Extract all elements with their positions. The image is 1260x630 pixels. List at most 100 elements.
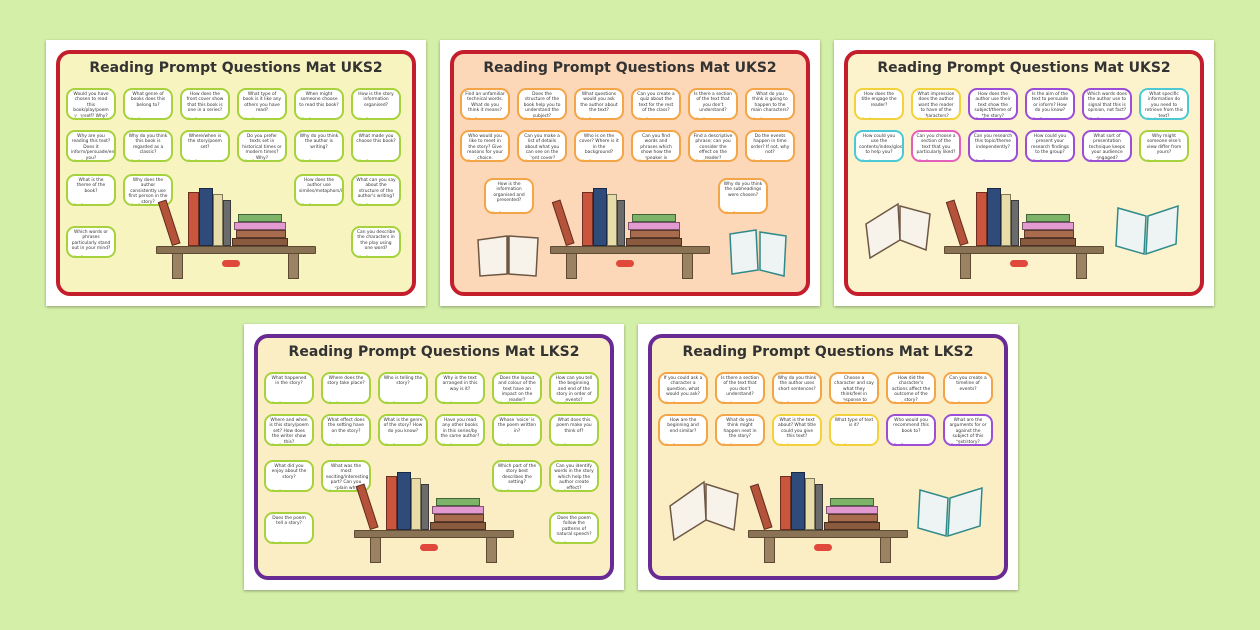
twinkl-logo — [420, 544, 438, 551]
question-bubble: Why is the text arranged in this way is … — [435, 372, 485, 404]
mat-frame: Reading Prompt Questions Mat UKS2 Find a… — [450, 50, 810, 296]
open-book-icon — [477, 235, 539, 277]
mat-uks2-1: Reading Prompt Questions Mat UKS2 Would … — [46, 40, 426, 306]
mat-uks2-3: Reading Prompt Questions Mat UKS2 How do… — [834, 40, 1214, 306]
question-bubble: How does the author use similes/metaphor… — [294, 174, 344, 206]
question-bubble: If you could ask a character a question,… — [658, 372, 708, 404]
twinkl-logo — [1010, 260, 1028, 267]
question-bubble: What effect does the setting have on the… — [321, 414, 371, 446]
question-bubble: Can you research this topic/theme indepe… — [968, 130, 1018, 162]
question-bubble: Can you make a list of details about wha… — [517, 130, 567, 162]
twinkl-logo — [814, 544, 832, 551]
question-bubble: Who is telling the story? — [378, 372, 428, 404]
bookshelf-illustration — [748, 470, 908, 570]
question-bubble: Where/when is the story/poem set? — [180, 130, 230, 162]
mat-uks2-2: Reading Prompt Questions Mat UKS2 Find a… — [440, 40, 820, 306]
question-bubble: Which words or phrases particularly stan… — [66, 226, 116, 258]
question-bubble: What do you think is going to happen to … — [745, 88, 795, 120]
mat-frame: Reading Prompt Questions Mat LKS2 What h… — [254, 334, 614, 580]
question-bubble: What did you enjoy about the story? — [264, 460, 314, 492]
question-bubble: Would you have chosen to read this book/… — [66, 88, 116, 120]
mat-title: Reading Prompt Questions Mat UKS2 — [483, 60, 777, 76]
question-bubble: Do the events happen in time order? If n… — [745, 130, 795, 162]
question-bubble: Is there a section of the text that you … — [688, 88, 738, 120]
question-bubble: How can you tell the beginning and end o… — [549, 372, 599, 404]
question-bubble: Does the poem tell a story? — [264, 512, 314, 544]
question-bubble: What impression does the author want the… — [911, 88, 961, 120]
question-bubble: What is the theme of the book? — [66, 174, 116, 206]
question-bubble: How did the character's actions affect t… — [886, 372, 936, 404]
question-bubble: Why do you think the author uses short s… — [772, 372, 822, 404]
bookshelf-illustration — [354, 470, 514, 570]
question-bubble: Why are you reading this text? Does it i… — [66, 130, 116, 162]
bookshelf-illustration — [156, 186, 316, 286]
question-bubble: How does the author use their text show … — [968, 88, 1018, 120]
question-bubble: When might someone choose to read this b… — [294, 88, 344, 120]
question-bubble: Find an unfamiliar technical words. What… — [460, 88, 510, 120]
mat-frame: Reading Prompt Questions Mat LKS2 If you… — [648, 334, 1008, 580]
question-bubble: Which words does the author use to signa… — [1082, 88, 1132, 120]
question-bubble: Does the structure of the book help you … — [517, 88, 567, 120]
question-bubble: Is the aim of the text to persuade or in… — [1025, 88, 1075, 120]
question-bubble: What can you say about the structure of … — [351, 174, 401, 206]
question-bubble: Why does the author consistently use fir… — [123, 174, 173, 206]
mat-lks2-2: Reading Prompt Questions Mat LKS2 If you… — [638, 324, 1018, 590]
question-bubble: What is the genre of the story? How do y… — [378, 414, 428, 446]
question-bubble: Why do you think the author is writing? — [294, 130, 344, 162]
question-bubble: How is the story information organised? — [351, 88, 401, 120]
question-bubble: How does the front cover show that this … — [180, 88, 230, 120]
question-bubble: What does this poem make you think of? — [549, 414, 599, 446]
question-bubble: What is the text about? What title could… — [772, 414, 822, 446]
question-bubble: Does the poem follow the patterns of nat… — [549, 512, 599, 544]
question-bubble: Can you describe the characters in the p… — [351, 226, 401, 258]
twinkl-logo — [616, 260, 634, 267]
mat-frame: Reading Prompt Questions Mat UKS2 Would … — [56, 50, 416, 296]
mat-frame: Reading Prompt Questions Mat UKS2 How do… — [844, 50, 1204, 296]
question-bubble: Why do you think the subheadings were ch… — [718, 178, 768, 214]
question-bubble: How could you use the contents/index/glo… — [854, 130, 904, 162]
question-bubble: What genre of books does this belong to? — [123, 88, 173, 120]
question-bubble: How could you present your research find… — [1025, 130, 1075, 162]
question-bubble: Choose a character and say what they thi… — [829, 372, 879, 404]
mat-title: Reading Prompt Questions Mat LKS2 — [288, 344, 580, 360]
question-bubble: What type of text is it? — [829, 414, 879, 446]
question-bubble: Have you read any other books in this se… — [435, 414, 485, 446]
question-bubble: What specific information do you need to… — [1139, 88, 1189, 120]
question-bubble: Find a descriptive phrase; can you consi… — [688, 130, 738, 162]
question-bubble: Who would you recommend this book to? — [886, 414, 936, 446]
question-bubble: What are the arguments for or against th… — [943, 414, 993, 446]
mat-title: Reading Prompt Questions Mat LKS2 — [682, 344, 974, 360]
question-bubble: How does the title engage the reader? — [854, 88, 904, 120]
question-bubble: Which part of the story best describes t… — [492, 460, 542, 492]
mat-lks2-1: Reading Prompt Questions Mat LKS2 What h… — [244, 324, 624, 590]
question-bubble: Why might someone else's view differ fro… — [1139, 130, 1189, 162]
open-book-icon — [865, 202, 931, 260]
question-bubble: Do you prefer texts set in historical ti… — [237, 130, 287, 162]
question-bubble: Where does the story take place? — [321, 372, 371, 404]
open-book-icon — [1115, 204, 1179, 256]
question-bubble: Why do you think this book is regarded a… — [123, 130, 173, 162]
twinkl-logo — [222, 260, 240, 267]
bookshelf-illustration — [944, 186, 1104, 286]
question-bubble: What was the most exciting/interesting p… — [321, 460, 371, 492]
question-bubble: Who would you like to meet in the story?… — [460, 130, 510, 162]
question-bubble: Can you identify words in the story whic… — [549, 460, 599, 492]
question-bubble: What sort of presentation technique keep… — [1082, 130, 1132, 162]
question-bubble: What do you think might happen next in t… — [715, 414, 765, 446]
question-bubble: What questions would you ask the author … — [574, 88, 624, 120]
mat-title: Reading Prompt Questions Mat UKS2 — [877, 60, 1171, 76]
question-bubble: Can you create a timeline of events? — [943, 372, 993, 404]
question-bubble: Where and when is this story/poem set? H… — [264, 414, 314, 446]
question-bubble: Can you create a quiz about the text for… — [631, 88, 681, 120]
open-book-icon — [729, 229, 787, 277]
question-bubble: How is the information organised and pre… — [484, 178, 534, 214]
question-bubble: Can you find words and phrases which sho… — [631, 130, 681, 162]
open-book-icon — [669, 480, 739, 542]
question-bubble: What type of book is it like any others … — [237, 88, 287, 120]
question-bubble: What happened in the story? — [264, 372, 314, 404]
question-bubble: Can you choose a section of the text tha… — [911, 130, 961, 162]
open-book-icon — [917, 486, 983, 538]
bookshelf-illustration — [550, 186, 710, 286]
question-bubble: Does the layout and colour of the text h… — [492, 372, 542, 404]
question-bubble: Is there a section of the text that you … — [715, 372, 765, 404]
